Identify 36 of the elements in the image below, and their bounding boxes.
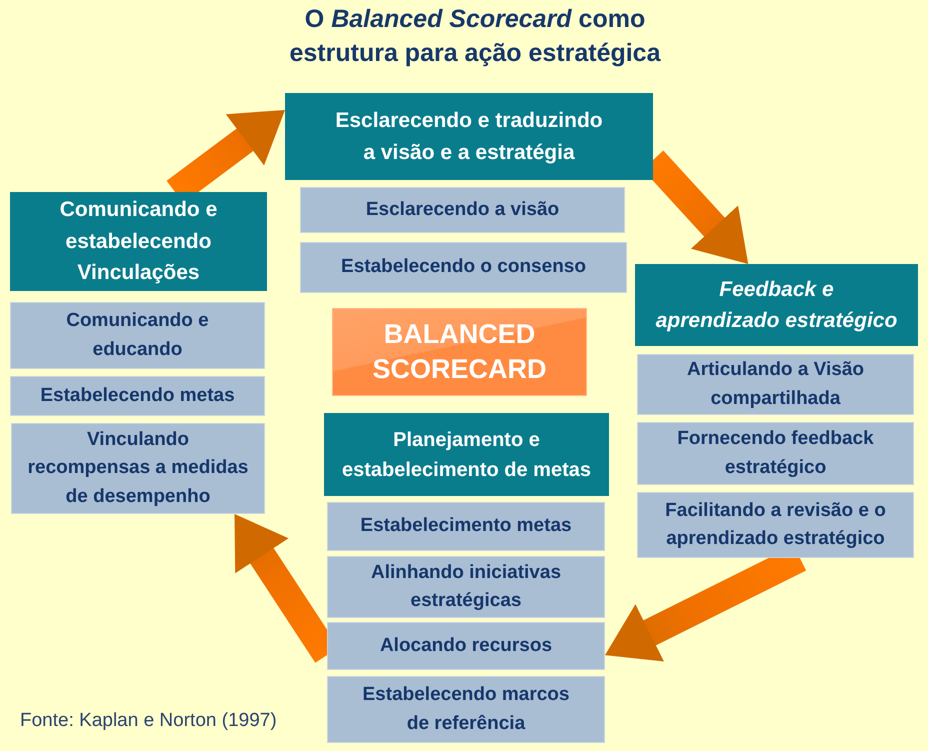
step-text: Facilitando a revisão e o aprendizado estratégico [664, 498, 887, 551]
step-box [11, 423, 265, 514]
section-heading: Planejamento e estabelecimento de metas [341, 428, 592, 482]
step-text: Articulando a Visão compartilhada [686, 358, 866, 410]
step-text: Esclarecendo a visão [366, 198, 560, 222]
step-text: Estabelecendo marcos de referência [362, 683, 570, 736]
step-text: Estabelecimento metas [360, 514, 572, 538]
step-box [327, 556, 605, 618]
section-heading: Esclarecendo e traduzindo a visão e a estratégia [334, 108, 604, 166]
section-header-box [324, 413, 609, 496]
step-box [637, 492, 914, 558]
step-text: Alinhando iniciativas estratégicas [370, 560, 562, 613]
step-text: Alocando recursos [380, 634, 552, 658]
step-text: Estabelecendo o consenso [341, 255, 586, 280]
step-text: Vinculando recompensas a medidas de desempenho [26, 428, 250, 509]
step-box [327, 622, 605, 670]
step-box [327, 676, 605, 743]
title: O Balanced Scorecard como estrutura para ação estratégica [288, 4, 662, 69]
step-text: Fornecendo feedback estratégico [676, 427, 875, 480]
section-header-box [10, 192, 267, 291]
step-box [10, 376, 265, 416]
section-header-box [635, 264, 918, 346]
section-heading: Feedback e aprendizado estratégico [655, 276, 898, 334]
step-box [327, 502, 605, 551]
section-heading: Comunicando e estabelecendo Vinculações [58, 197, 218, 286]
step-text: Comunicando e educando [65, 309, 210, 362]
center-box [332, 308, 587, 396]
step-box [637, 422, 914, 485]
step-box [10, 302, 265, 369]
step-text: Estabelecendo metas [40, 384, 235, 408]
section-header-box [285, 93, 653, 180]
step-box [637, 354, 914, 415]
source-note: Fonte: Kaplan e Norton (1997) [20, 710, 277, 732]
step-box [300, 187, 625, 233]
step-box [300, 242, 627, 293]
center-text: BALANCED SCORECARD [371, 318, 548, 386]
